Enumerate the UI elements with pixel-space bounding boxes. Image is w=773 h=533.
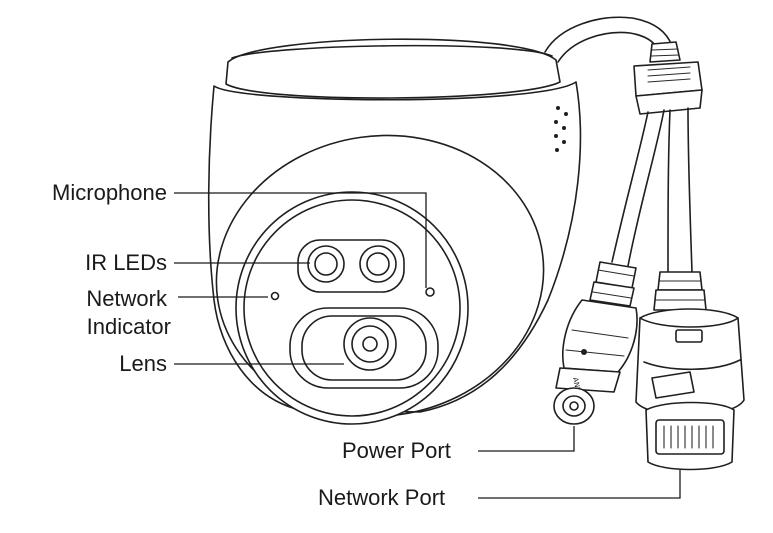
label-ir-leds: IR LEDs xyxy=(85,250,167,275)
leader-power-port xyxy=(478,426,575,452)
leader-microphone xyxy=(174,192,427,288)
label-power-port: Power Port xyxy=(342,438,451,463)
network-port-connector xyxy=(635,271,745,471)
label-network-port: Network Port xyxy=(318,485,445,510)
label-network-indicator-line1: Network xyxy=(86,286,168,311)
leader-network-port xyxy=(478,470,681,499)
label-network-indicator-line2: Indicator xyxy=(87,314,171,339)
power-port-connector: ANKRP xyxy=(553,261,638,425)
cable-assembly: ANKRP xyxy=(544,16,745,471)
cable-splitter xyxy=(633,41,703,115)
label-lens: Lens xyxy=(119,351,167,376)
vent-holes xyxy=(554,106,568,152)
label-microphone: Microphone xyxy=(52,180,167,205)
callouts: Microphone IR LEDs Network Indicator Len… xyxy=(52,180,681,510)
dome-camera xyxy=(207,38,582,425)
